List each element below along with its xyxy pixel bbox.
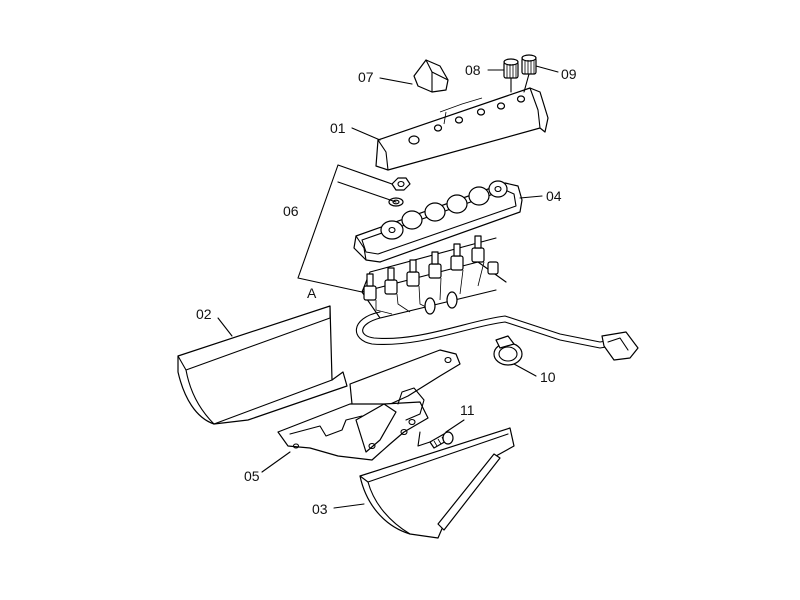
part-06-nut-washer bbox=[388, 177, 411, 207]
switch-assembly bbox=[361, 235, 507, 319]
part-01-cover-plate bbox=[375, 87, 549, 171]
label-11: 11 bbox=[460, 402, 475, 418]
label-08: 08 bbox=[465, 62, 481, 78]
label-05: 05 bbox=[244, 468, 260, 484]
label-02: 02 bbox=[196, 306, 212, 322]
part-03-right-shell bbox=[359, 427, 515, 539]
part-11-screw bbox=[417, 431, 454, 449]
part-09-knob bbox=[521, 54, 537, 93]
label-03: 03 bbox=[312, 501, 328, 517]
label-04: 04 bbox=[546, 188, 562, 204]
label-01: 01 bbox=[330, 120, 346, 136]
label-10: 10 bbox=[540, 369, 556, 385]
part-08-knob bbox=[503, 58, 519, 93]
part-04-panel-housing bbox=[353, 180, 523, 263]
part-02-left-shell bbox=[177, 305, 348, 425]
label-09: 09 bbox=[561, 66, 577, 82]
callout-labels: 07 08 09 01 04 06 A 02 10 11 05 03 bbox=[196, 62, 577, 517]
part-05-bracket bbox=[277, 349, 461, 461]
label-detail-a: A bbox=[307, 285, 317, 301]
leader-lines bbox=[217, 65, 559, 509]
wire-harness bbox=[355, 311, 639, 361]
label-07: 07 bbox=[358, 69, 374, 85]
part-07-knob bbox=[413, 59, 449, 93]
label-06: 06 bbox=[283, 203, 299, 219]
part-06-bracket bbox=[297, 164, 397, 293]
part-10-clamp bbox=[493, 335, 523, 366]
